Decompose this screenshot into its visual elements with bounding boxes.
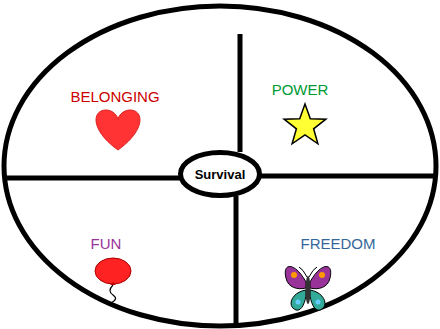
survival-circle: Survival <box>178 150 262 198</box>
divider-line <box>5 176 180 181</box>
outer-ellipse <box>4 6 436 326</box>
node-label: Survival <box>195 167 246 182</box>
heart-icon <box>96 110 140 150</box>
divider-line <box>260 174 436 179</box>
divider-line <box>234 196 239 324</box>
star-icon <box>284 104 326 144</box>
need-label: POWER <box>272 81 329 98</box>
divider-line <box>238 34 243 152</box>
need-label: BELONGING <box>70 88 159 105</box>
circle-shape <box>181 153 260 196</box>
need-label: FUN <box>91 235 122 252</box>
need-label: FREEDOM <box>301 235 376 252</box>
balloon-icon <box>95 258 131 304</box>
butterfly-icon <box>285 266 330 310</box>
